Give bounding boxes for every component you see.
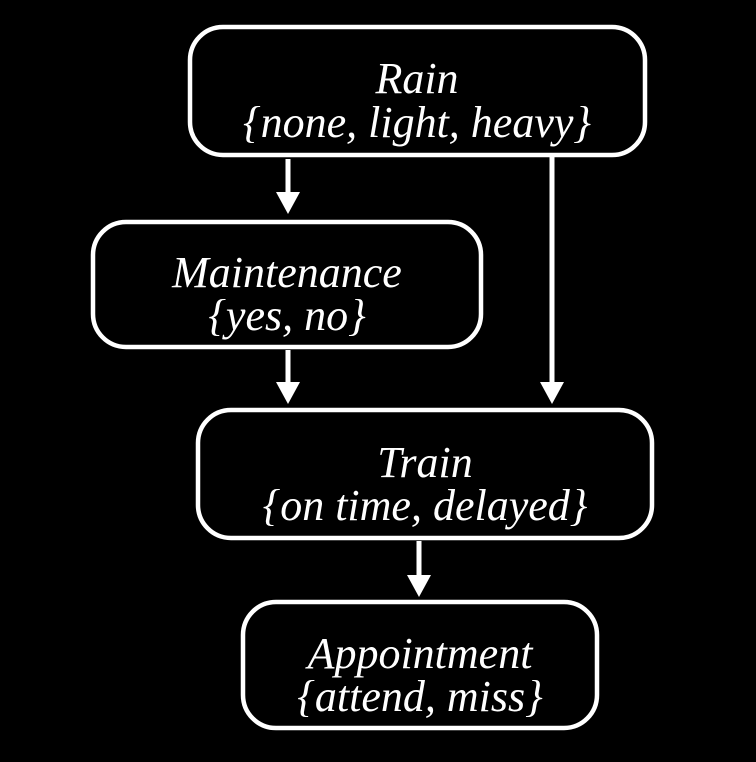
node-maintenance-domain: {yes, no} (208, 291, 366, 340)
node-maintenance-box (90, 219, 484, 350)
edge-rain-maintenance-arrowhead-icon (276, 192, 300, 214)
edge-rain-train (540, 157, 564, 404)
node-maintenance-label: Maintenance (171, 248, 402, 297)
edge-train-appointment-arrowhead-icon (407, 575, 431, 597)
node-appointment-box (240, 599, 600, 731)
node-appointment-label: Appointment (305, 629, 535, 678)
node-maintenance: Maintenance {yes, no} (90, 219, 484, 350)
node-appointment: Appointment {attend, miss} (240, 599, 600, 731)
node-train-domain: {on time, delayed} (263, 481, 588, 530)
node-appointment-domain: {attend, miss} (297, 672, 543, 721)
edge-maintenance-train-arrowhead-icon (276, 382, 300, 404)
node-train-box (195, 407, 655, 541)
node-rain-domain: {none, light, heavy} (243, 98, 591, 147)
edge-rain-maintenance (276, 159, 300, 214)
node-train: Train {on time, delayed} (195, 407, 655, 541)
edge-train-appointment (407, 541, 431, 597)
edge-rain-train-arrowhead-icon (540, 382, 564, 404)
edge-maintenance-train (276, 350, 300, 404)
node-rain-box (187, 24, 648, 158)
node-rain-label: Rain (374, 54, 458, 103)
node-train-label: Train (377, 438, 472, 487)
node-rain: Rain {none, light, heavy} (187, 24, 648, 158)
